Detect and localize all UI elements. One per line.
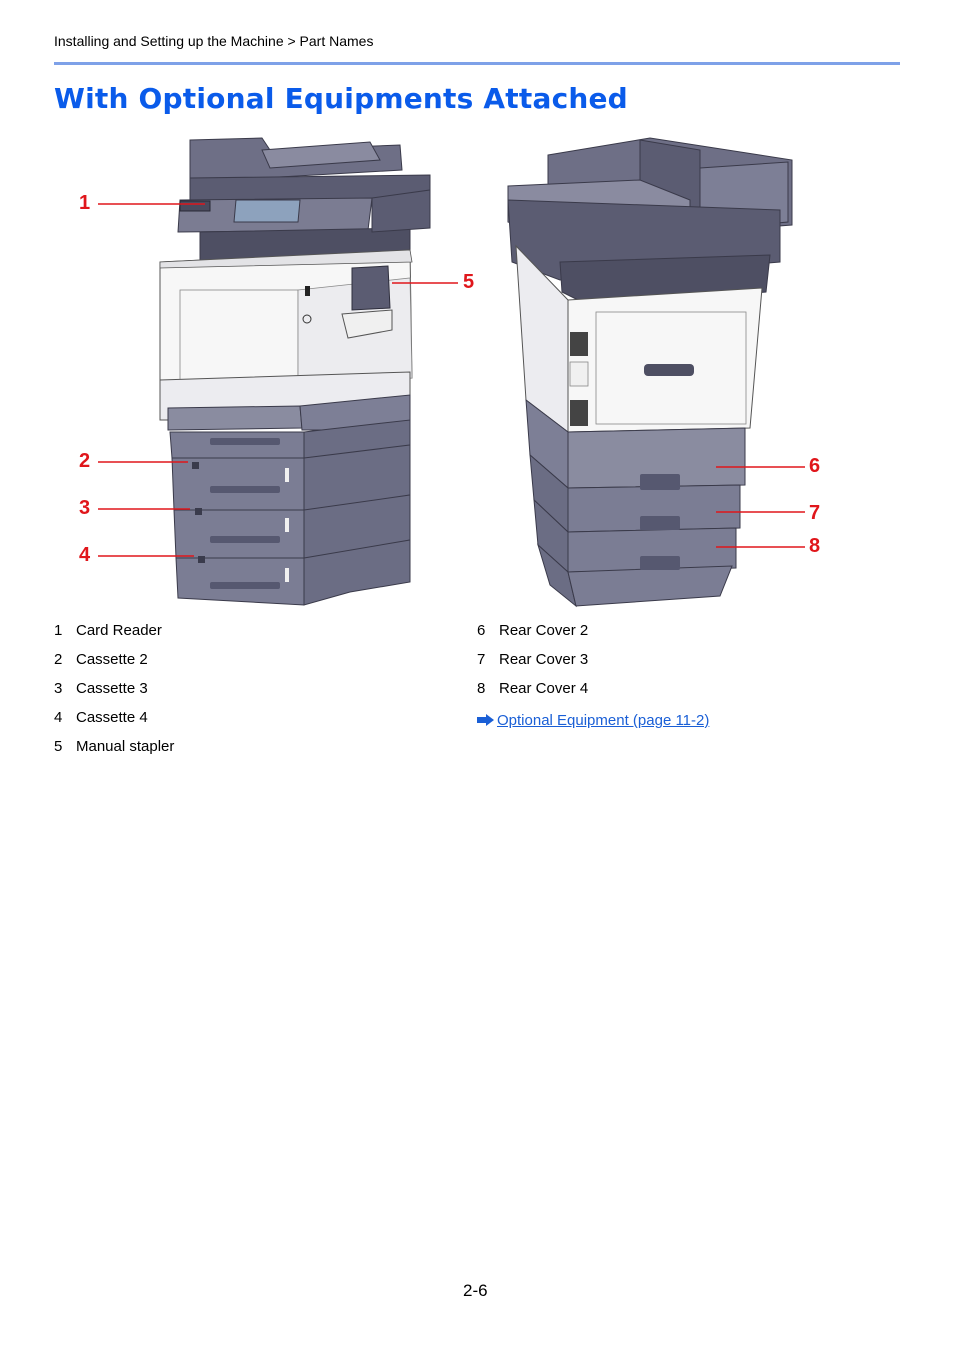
legend-number: 1: [54, 622, 63, 639]
rear-view-machine: [507, 137, 793, 608]
machine-illustrations: [98, 137, 805, 608]
legend-label: Cassette 3: [76, 680, 148, 697]
legend-label: Cassette 2: [76, 651, 148, 668]
callout-1: 1: [79, 192, 91, 214]
callout-4: 4: [79, 544, 91, 566]
legend-item: 8 Rear Cover 4: [477, 680, 588, 697]
legend-label: Rear Cover 4: [499, 680, 589, 697]
callout-7: 7: [809, 502, 821, 524]
legend-number: 3: [54, 680, 63, 697]
right-arrow-icon: [477, 713, 497, 730]
legend-item: 2 Cassette 2: [54, 651, 148, 668]
legend-item: 6 Rear Cover 2: [477, 622, 588, 639]
page-number: 2-6: [463, 1281, 488, 1300]
legend-label: Rear Cover 3: [499, 651, 589, 668]
callout-5: 5: [463, 271, 475, 293]
legend-item: 5 Manual stapler: [54, 738, 174, 755]
legend-number: 2: [54, 651, 63, 668]
legend-label: Rear Cover 2: [499, 622, 589, 639]
legend-item: 3 Cassette 3: [54, 680, 148, 697]
legend-number: 7: [477, 651, 486, 668]
legend-label: Card Reader: [76, 622, 162, 639]
legend-number: 6: [477, 622, 486, 639]
callout-8: 8: [809, 535, 821, 557]
callout-6: 6: [809, 455, 821, 477]
header-rule: [54, 62, 900, 65]
callout-2: 2: [79, 450, 91, 472]
legend-number: 8: [477, 680, 486, 697]
legend-number: 4: [54, 709, 63, 726]
callout-3: 3: [79, 497, 91, 519]
page-title: With Optional Equipments Attached: [54, 82, 628, 115]
cross-reference: Optional Equipment (page 11-2): [477, 712, 709, 730]
optional-equipment-link[interactable]: Optional Equipment (page 11-2): [497, 712, 710, 729]
legend-item: 1 Card Reader: [54, 622, 162, 639]
breadcrumb: Installing and Setting up the Machine > …: [54, 33, 374, 49]
legend-label: Cassette 4: [76, 709, 148, 726]
legend-label: Manual stapler: [76, 738, 175, 755]
legend-item: 4 Cassette 4: [54, 709, 148, 726]
legend-item: 7 Rear Cover 3: [477, 651, 588, 668]
front-view-machine: [159, 137, 431, 606]
callout-leader-lines: [98, 203, 805, 557]
legend-number: 5: [54, 738, 63, 755]
